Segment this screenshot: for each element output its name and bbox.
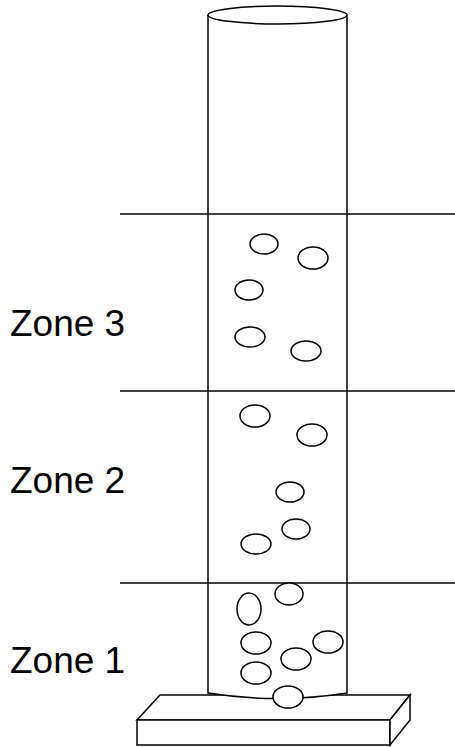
zone-divider (120, 390, 455, 392)
cylinder-rim (208, 6, 347, 24)
zone-label: Zone 1 (10, 642, 125, 679)
particles (235, 234, 343, 708)
cylinder-base-front (137, 720, 390, 745)
zone-label: Zone 3 (10, 305, 125, 342)
zone-divider (120, 213, 455, 215)
zone-label: Zone 2 (10, 462, 125, 499)
cylinder-base-side (390, 695, 410, 745)
cylinder-wall (208, 15, 347, 699)
